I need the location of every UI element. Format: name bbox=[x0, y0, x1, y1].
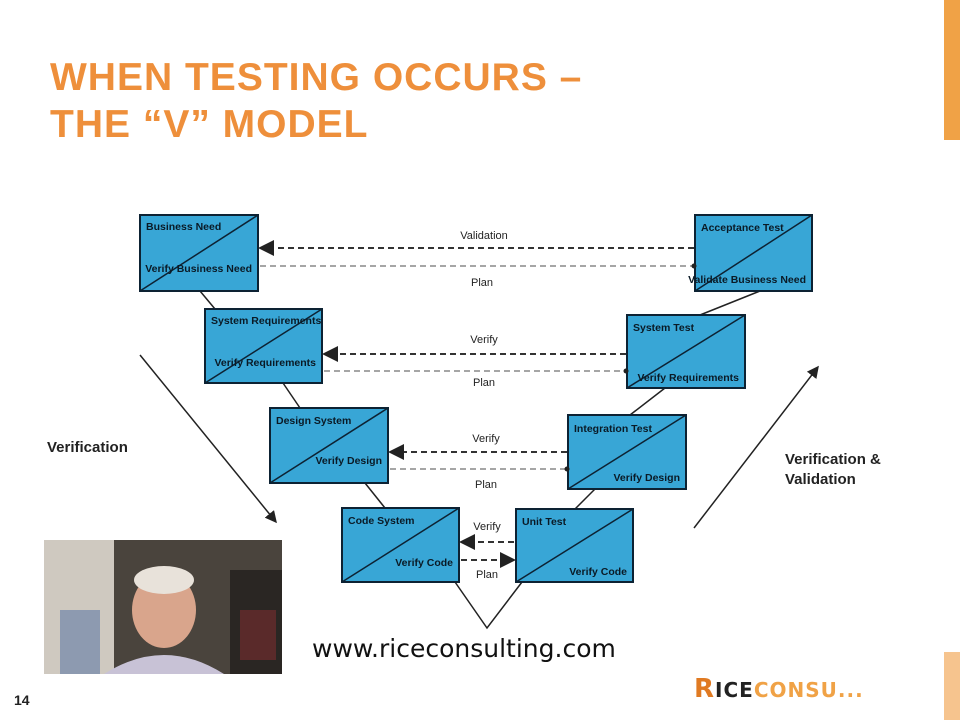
box-label-top: System Test bbox=[633, 322, 695, 334]
flow-label-upper: Verify bbox=[472, 433, 500, 445]
accent-bar-bottom bbox=[944, 652, 960, 720]
flow-label-upper: Verify bbox=[470, 334, 498, 346]
v-bottom bbox=[454, 581, 523, 630]
verification-arrow bbox=[139, 354, 277, 524]
title-line-2: THE “V” MODEL bbox=[50, 103, 369, 146]
box-label-bottom: Verify Code bbox=[395, 557, 453, 569]
company-logo: RICECONSU... bbox=[694, 674, 864, 704]
verification-validation-label: Verification & Validation bbox=[785, 450, 881, 490]
box-label-bottom: Validate Business Need bbox=[688, 274, 806, 286]
slide-title: WHEN TESTING OCCURS – THE “V” MODEL bbox=[50, 54, 770, 148]
flow-label-lower: Plan bbox=[476, 569, 498, 581]
page-number: 14 bbox=[14, 692, 30, 708]
box-integration-test: Integration Test Verify Design bbox=[567, 414, 687, 490]
v-connector bbox=[364, 482, 386, 509]
box-label-bottom: Verify Requirements bbox=[637, 372, 739, 384]
website-url: www.riceconsulting.com bbox=[312, 634, 616, 663]
box-label-bottom: Verify Design bbox=[613, 472, 680, 484]
box-label-top: Acceptance Test bbox=[701, 222, 784, 234]
box-code-system: Code System Verify Code bbox=[341, 507, 460, 583]
box-acceptance-test: Acceptance Test Validate Business Need bbox=[688, 214, 813, 292]
box-label-bottom: Verify Design bbox=[315, 455, 382, 467]
flow-level-2: Verify Plan bbox=[322, 334, 629, 389]
v-connector bbox=[282, 382, 301, 409]
verification-label: Verification bbox=[47, 439, 128, 456]
accent-bar-top bbox=[944, 0, 960, 140]
flow-label-lower: Plan bbox=[475, 479, 497, 491]
box-label-top: Code System bbox=[348, 515, 415, 527]
v-connector bbox=[629, 387, 666, 416]
box-label-top: Integration Test bbox=[574, 423, 652, 435]
flow-label-lower: Plan bbox=[471, 277, 493, 289]
v-connector bbox=[574, 488, 596, 510]
flow-label-upper: Validation bbox=[460, 230, 508, 242]
flow-label-lower: Plan bbox=[473, 377, 495, 389]
logo-part: CONSU... bbox=[753, 678, 864, 702]
logo-part: ICE bbox=[715, 678, 754, 702]
label-line-1: Verification & bbox=[785, 451, 881, 468]
v-connector bbox=[699, 290, 761, 316]
presenter-image bbox=[44, 540, 282, 674]
flow-level-3: Verify Plan bbox=[388, 433, 570, 491]
box-business-need: Business Need Verify Business Need bbox=[139, 214, 259, 292]
box-label-bottom: Verify Business Need bbox=[145, 263, 252, 275]
title-line-1: WHEN TESTING OCCURS – bbox=[50, 56, 583, 99]
label-line-2: Validation bbox=[785, 471, 856, 488]
box-label-bottom: Verify Code bbox=[569, 566, 627, 578]
presenter-video bbox=[44, 540, 282, 674]
box-design-system: Design System Verify Design bbox=[269, 407, 389, 484]
box-unit-test: Unit Test Verify Code bbox=[515, 508, 634, 583]
v-connector bbox=[199, 290, 216, 310]
box-label-bottom: Verify Requirements bbox=[214, 357, 316, 369]
validation-arrow bbox=[693, 365, 819, 529]
logo-letter: R bbox=[694, 674, 716, 704]
box-label-top: Business Need bbox=[146, 221, 221, 233]
flow-label-upper: Verify bbox=[473, 521, 501, 533]
flow-level-1: Validation Plan bbox=[258, 230, 697, 289]
flow-level-4: Verify Plan bbox=[459, 521, 516, 581]
box-label-top: System Requirements bbox=[211, 315, 321, 327]
box-label-top: Design System bbox=[276, 415, 351, 427]
box-system-requirements: System Requirements Verify Requirements bbox=[204, 308, 323, 384]
box-system-test: System Test Verify Requirements bbox=[626, 314, 746, 389]
box-label-top: Unit Test bbox=[522, 516, 567, 528]
